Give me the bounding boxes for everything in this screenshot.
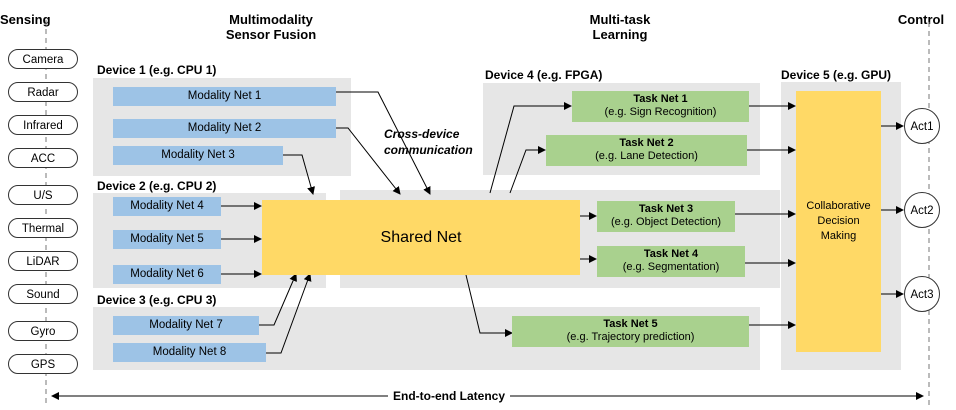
shared-net: Shared Net	[262, 200, 580, 275]
modality-net-5: Modality Net 5	[113, 230, 221, 249]
sensor-acc: ACC	[8, 148, 78, 168]
header-fusion: Multimodality Sensor Fusion	[196, 12, 346, 42]
modality-net-8: Modality Net 8	[113, 343, 266, 362]
task-net-4-name: Task Net 4	[643, 248, 699, 260]
sensor-radar: Radar	[8, 82, 78, 102]
header-mtl: Multi-task Learning	[560, 12, 680, 42]
task-net-5-desc: (e.g. Trajectory prediction)	[566, 331, 695, 343]
shared-net-label: Shared Net	[380, 228, 462, 246]
collaborative-decision-label: Collaborative Decision Making	[806, 199, 870, 244]
actuator-3: Act3	[904, 276, 940, 312]
task-net-4-desc: (e.g. Segmentation)	[622, 261, 720, 273]
modality-net-4: Modality Net 4	[113, 197, 221, 216]
sensor-gps: GPS	[8, 354, 78, 374]
task-net-3: Task Net 3 (e.g. Object Detection)	[597, 201, 735, 232]
header-mtl-line1: Multi-task	[589, 12, 651, 27]
task-net-2-name: Task Net 2	[619, 137, 674, 149]
device3-label: Device 3 (e.g. CPU 3)	[97, 293, 217, 307]
task-net-1: Task Net 1 (e.g. Sign Recognition)	[572, 91, 749, 122]
task-net-3-desc: (e.g. Object Detection)	[610, 216, 722, 228]
sensor-infrared: Infrared	[8, 115, 78, 135]
sensor-sound: Sound	[8, 284, 78, 304]
modality-net-3: Modality Net 3	[113, 146, 283, 165]
header-mtl-line2: Learning	[592, 27, 648, 42]
actuator-2: Act2	[904, 192, 940, 228]
device4-label: Device 4 (e.g. FPGA)	[485, 68, 603, 82]
header-fusion-line1: Multimodality	[229, 12, 313, 27]
modality-net-6: Modality Net 6	[113, 265, 221, 284]
modality-net-7: Modality Net 7	[113, 316, 259, 335]
cross-device-line1: Cross-device	[384, 127, 460, 141]
sensor-thermal: Thermal	[8, 218, 78, 238]
sensor-lidar: LiDAR	[8, 251, 78, 271]
cross-device-label: Cross-device communication	[384, 126, 473, 158]
task-net-2-desc: (e.g. Lane Detection)	[595, 150, 698, 162]
latency-label: End-to-end Latency	[388, 389, 511, 403]
task-net-2: Task Net 2 (e.g. Lane Detection)	[546, 135, 747, 166]
collab-line3: Making	[820, 230, 857, 242]
header-sensing: Sensing	[0, 12, 51, 27]
task-net-4: Task Net 4 (e.g. Segmentation)	[597, 246, 745, 277]
collab-line1: Collaborative	[806, 200, 871, 212]
device5-label: Device 5 (e.g. GPU)	[781, 68, 892, 82]
task-net-3-name: Task Net 3	[638, 203, 694, 215]
device2-label: Device 2 (e.g. CPU 2)	[97, 179, 217, 193]
collab-line2: Decision	[817, 215, 860, 227]
sensor-camera: Camera	[8, 49, 78, 69]
collaborative-decision-box: Collaborative Decision Making	[796, 91, 881, 352]
header-control: Control	[897, 12, 945, 27]
sensor-us: U/S	[8, 185, 78, 205]
task-net-1-name: Task Net 1	[633, 93, 688, 105]
device1-label: Device 1 (e.g. CPU 1)	[97, 63, 217, 77]
modality-net-1: Modality Net 1	[113, 87, 336, 106]
sensor-gyro: Gyro	[8, 321, 78, 341]
task-net-5: Task Net 5 (e.g. Trajectory prediction)	[512, 316, 749, 347]
cross-device-line2: communication	[384, 143, 473, 157]
actuator-1: Act1	[904, 108, 940, 144]
task-net-1-desc: (e.g. Sign Recognition)	[604, 106, 717, 118]
task-net-5-name: Task Net 5	[603, 318, 658, 330]
modality-net-2: Modality Net 2	[113, 119, 336, 138]
header-fusion-line2: Sensor Fusion	[225, 27, 317, 42]
